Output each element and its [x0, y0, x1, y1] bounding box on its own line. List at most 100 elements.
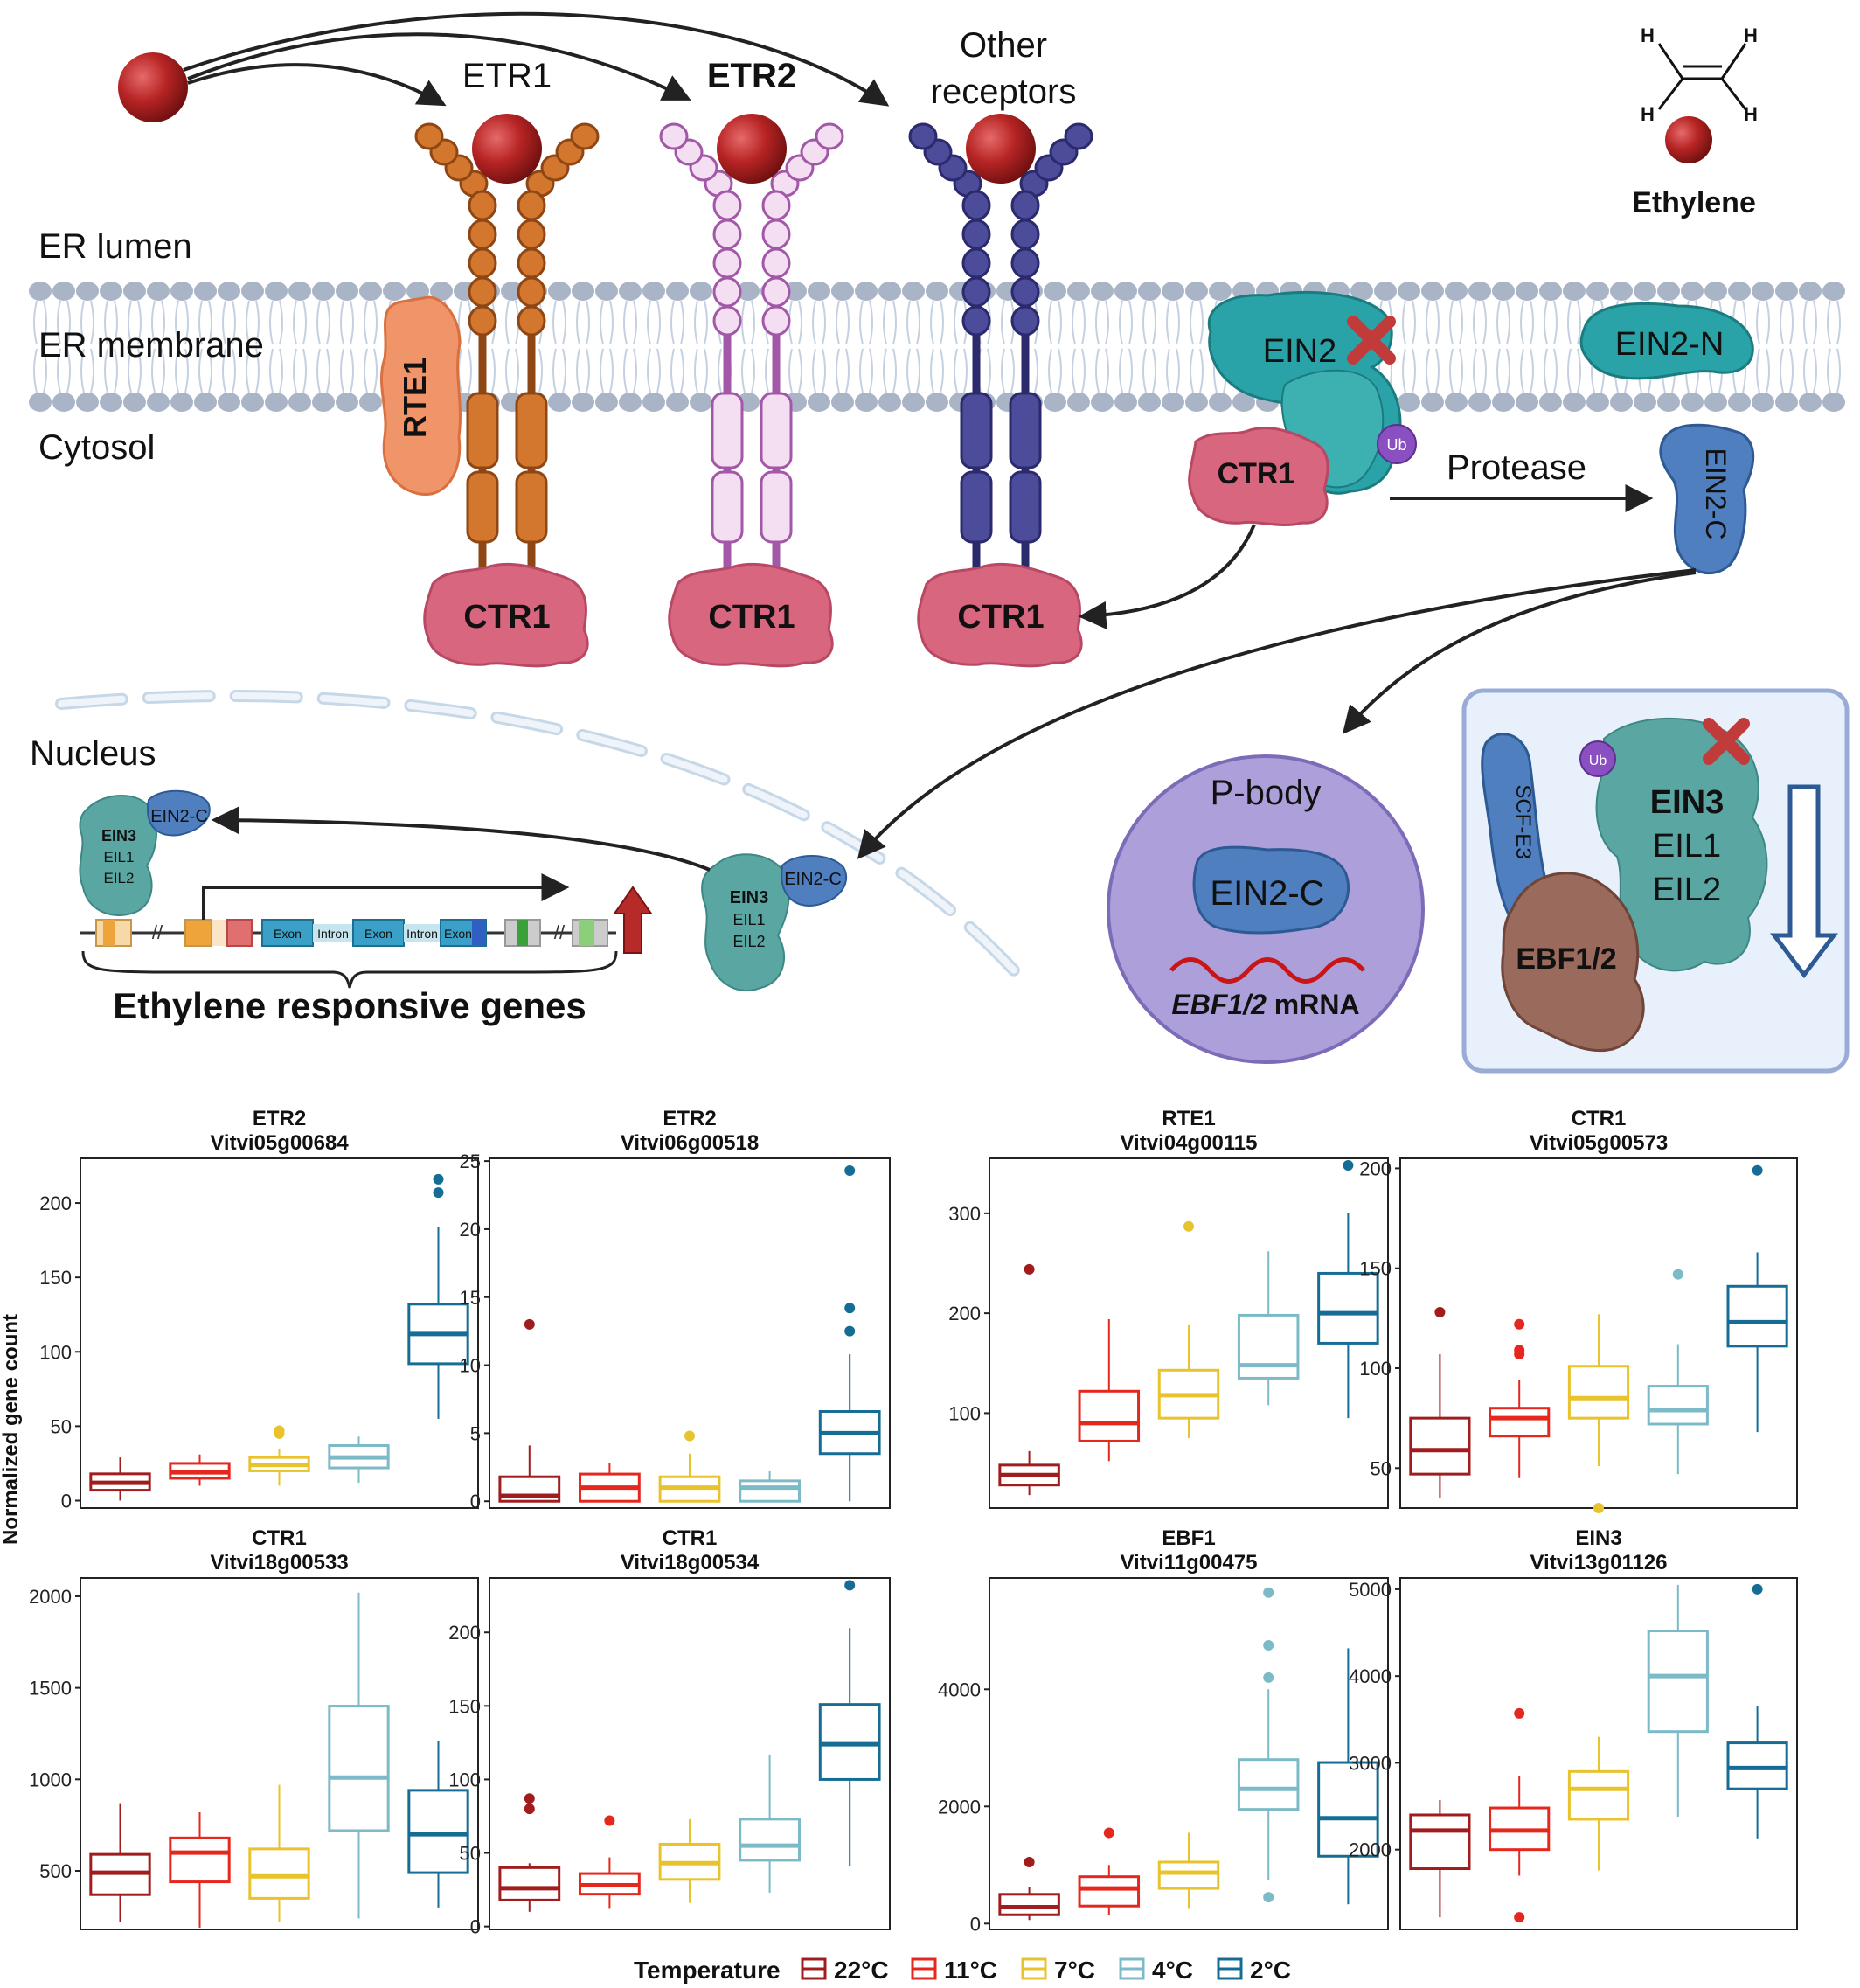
ein3-complex-nucleus: EIN2-C EIN3 EIL1 EIL2 — [701, 853, 848, 992]
receptor-bead — [712, 305, 742, 337]
box — [89, 1457, 151, 1501]
lipid-head — [1681, 393, 1704, 412]
lipid-head — [288, 393, 311, 412]
outlier-point — [844, 1580, 856, 1591]
y-tick-label: 0 — [970, 1913, 981, 1935]
nucleus-label: Nucleus — [30, 734, 156, 773]
y-tick-label: 50 — [51, 1415, 72, 1437]
lipid-head — [1445, 282, 1468, 301]
receptor-bead — [1010, 219, 1040, 250]
lipid-head — [642, 393, 665, 412]
lipid-tail — [1544, 300, 1558, 393]
lipid-head — [265, 393, 288, 412]
outlier-point — [844, 1303, 856, 1314]
lipid-head — [52, 393, 75, 412]
lipid-head — [548, 393, 571, 412]
box — [658, 1818, 721, 1903]
legend-title: Temperature — [634, 1957, 781, 1984]
er-membrane-label: ER membrane — [38, 326, 264, 365]
lipid-tail — [198, 300, 212, 393]
lipid-tail — [1119, 300, 1133, 393]
lipid-head — [1728, 393, 1751, 412]
lipid-head — [572, 393, 594, 412]
y-tick-label: 4000 — [938, 1679, 981, 1700]
lipid-head — [1209, 282, 1232, 301]
lipid-tail — [151, 300, 165, 393]
receptor-bead — [712, 247, 742, 279]
intron-label: Intron — [406, 927, 438, 941]
lipid-tail — [293, 300, 307, 393]
receptor-domain — [760, 470, 793, 544]
receptor-bead — [517, 276, 546, 308]
y-tick-label: 200 — [448, 1622, 481, 1644]
box — [1647, 1269, 1709, 1475]
box — [1567, 1736, 1630, 1871]
box-iqr — [1157, 1860, 1220, 1890]
box — [1078, 1827, 1141, 1915]
ctr1-label: CTR1 — [957, 599, 1044, 636]
ubiquitin-label: Ub — [1386, 436, 1406, 454]
lipid-head — [170, 282, 193, 301]
lipid-head — [1775, 393, 1798, 412]
lipid-tail — [906, 300, 920, 393]
lipid-head — [288, 282, 311, 301]
lipid-tail — [1567, 300, 1581, 393]
receptor-bead — [659, 122, 689, 150]
lipid-head — [218, 393, 240, 412]
lipid-head — [595, 393, 618, 412]
lipid-head — [1752, 282, 1774, 301]
box-iqr — [1078, 1875, 1141, 1908]
lipid-head — [1492, 393, 1515, 412]
lipid-head — [100, 282, 122, 301]
lipid-head — [1657, 282, 1680, 301]
lipid-head — [1799, 393, 1822, 412]
arrow-to-etr1 — [187, 63, 447, 107]
lipid-tail — [647, 300, 661, 393]
ein2-c-label: EIN2-C — [1700, 448, 1732, 540]
outlier-point — [1343, 1160, 1354, 1171]
lipid-head — [690, 393, 712, 412]
panel-subtitle: Vitvi06g00518 — [621, 1131, 759, 1155]
outlier-point — [1752, 1164, 1763, 1176]
ethylene-structure: H H H H Ethylene — [1632, 24, 1758, 219]
box — [1409, 1307, 1471, 1498]
lipid-head — [572, 282, 594, 301]
panel-subtitle: Vitvi05g00573 — [1530, 1131, 1668, 1155]
box — [658, 1430, 721, 1503]
box — [1489, 1318, 1551, 1478]
box — [169, 1812, 231, 1928]
receptor-dimer: CTR1 — [414, 114, 600, 668]
box-iqr — [1237, 1313, 1300, 1380]
intron-label: Intron — [317, 927, 349, 941]
box — [1157, 1832, 1220, 1909]
receptor-bead — [961, 219, 991, 250]
box — [998, 1856, 1060, 1921]
rte1-label: RTE1 — [397, 358, 433, 438]
ein3-label: EIN3 — [101, 827, 136, 845]
receptor-bead — [517, 190, 546, 221]
lipid-head — [1822, 282, 1845, 301]
y-tick-label: 200 — [39, 1192, 72, 1214]
outlier-point — [524, 1804, 535, 1815]
lipid-head — [1657, 393, 1680, 412]
lipid-tail — [788, 300, 802, 393]
cytosol-label: Cytosol — [38, 428, 155, 467]
lipid-tail — [1473, 300, 1487, 393]
receptor-bead — [761, 219, 791, 250]
panel-subtitle: Vitvi18g00534 — [621, 1551, 760, 1574]
exon-label: Exon — [274, 927, 302, 941]
lipid-tail — [883, 300, 897, 393]
responsive-genes-label: Ethylene responsive genes — [113, 985, 586, 1026]
receptor-bead — [468, 305, 497, 337]
lipid-tail — [1520, 300, 1534, 393]
legend-item-label: 4°C — [1152, 1957, 1193, 1984]
y-tick-label: 100 — [39, 1341, 72, 1363]
lipid-tail — [576, 300, 590, 393]
ethylene-molecule — [118, 52, 188, 122]
box — [739, 1470, 801, 1503]
h-atom: H — [1744, 24, 1758, 46]
